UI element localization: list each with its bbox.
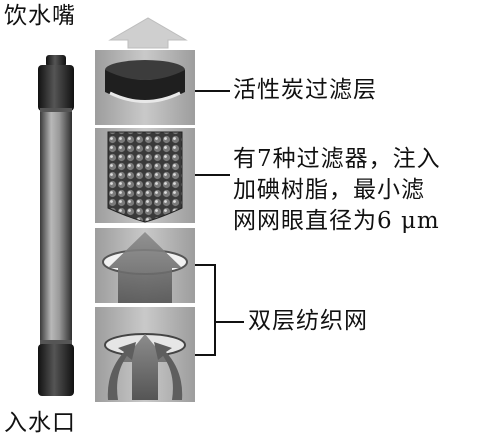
label-double-mesh: 双层纺织网 bbox=[248, 308, 368, 334]
label-filter-line-2: 加碘树脂，最小滤 bbox=[233, 177, 425, 203]
bead-column bbox=[107, 131, 183, 223]
carbon-disc-body bbox=[105, 70, 185, 102]
panel-mesh-lower bbox=[95, 307, 195, 402]
leader-mesh bbox=[195, 264, 216, 356]
label-carbon-layer: 活性炭过滤层 bbox=[233, 77, 377, 103]
label-mouthpiece: 饮水嘴 bbox=[4, 3, 76, 29]
panel-mesh-upper bbox=[95, 228, 195, 303]
flow-arrow-right bbox=[154, 342, 183, 400]
panel-beads bbox=[95, 128, 195, 223]
label-filter-line-3: 网网眼直径为6 μm bbox=[233, 208, 440, 234]
straw-tube bbox=[38, 55, 74, 396]
tube-body bbox=[40, 112, 72, 342]
flow-arrow-left bbox=[107, 342, 136, 400]
label-filter-line-1: 有7种过滤器，注入 bbox=[233, 146, 441, 172]
mouthpiece-tip bbox=[46, 55, 66, 67]
outflow-arrow bbox=[108, 17, 188, 49]
carbon-disc-top bbox=[105, 60, 185, 80]
label-inlet: 入水口 bbox=[4, 410, 76, 436]
top-ring bbox=[40, 108, 72, 113]
bottom-cap bbox=[38, 344, 74, 396]
top-cap bbox=[38, 65, 74, 111]
flow-arrow-upper bbox=[108, 232, 182, 303]
carbon-disc-rim bbox=[109, 91, 181, 103]
bottom-ring bbox=[40, 340, 72, 345]
panel-carbon bbox=[95, 50, 195, 125]
label-filter-description: 有7种过滤器，注入 加碘树脂，最小滤 网网眼直径为6 μm bbox=[233, 144, 441, 237]
